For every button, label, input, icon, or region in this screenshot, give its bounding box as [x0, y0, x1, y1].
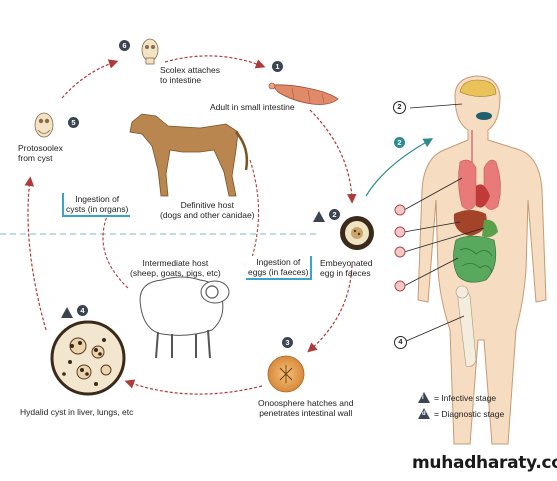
- sheep-illustration: [139, 276, 230, 359]
- label-intermediate-host: Intermediate host (sheep, goats, pigs, e…: [130, 258, 221, 278]
- step-3-badge: 3: [282, 337, 293, 348]
- label-scolex: Scolex attaches to intestine: [160, 65, 221, 85]
- watermark: muhadharaty.com: [412, 453, 557, 473]
- legend-infective-symbol: i: [422, 395, 424, 401]
- arrow-sheep-to-dog: [102, 202, 129, 289]
- arrow-dog-to-sheep: [245, 159, 260, 274]
- label-hydatid: Hydalid cyst in liver, lungs, etc: [20, 407, 134, 417]
- arrow-5-to-6: [61, 59, 119, 99]
- label-definitive-host: Definitive host (dogs and other canidae): [160, 200, 255, 220]
- embryonated-egg-illustration: [340, 216, 374, 250]
- step-2-badge: 2: [329, 209, 340, 220]
- dog-illustration: [129, 113, 249, 197]
- arrow-2-to-3: [307, 264, 353, 353]
- human-arrow-marker: 2: [394, 137, 405, 148]
- step-2-infective-triangle: [313, 211, 325, 222]
- arrow-4-to-5: [24, 176, 47, 331]
- arrow-to-human: [365, 138, 434, 197]
- protoscolex-illustration: [34, 112, 54, 138]
- step-4-diagnostic-triangle: [61, 307, 73, 318]
- arrow-1-to-2: [309, 109, 357, 204]
- human-brain-marker: 2: [393, 101, 406, 114]
- human-body-illustration: [394, 75, 547, 445]
- legend-diagnostic: = Diagnostic stage: [434, 409, 505, 419]
- label-embryonated: Embeyonated egg in faeces: [320, 258, 373, 278]
- label-oncosphere: Onoosphere hatches and penetrates intest…: [258, 398, 354, 418]
- step-5-badge: 5: [68, 117, 79, 128]
- scolex-illustration: [141, 38, 159, 65]
- label-protoscolex: Protosoolex from cyst: [18, 143, 63, 163]
- step-4-badge: 4: [77, 305, 88, 316]
- label-adult: Adult in small intestine: [210, 102, 295, 112]
- hydatid-cyst-illustration: [50, 320, 126, 396]
- oncosphere-illustration: [267, 355, 305, 393]
- step-6-badge: 6: [119, 40, 130, 51]
- arrow-6-to-1: [164, 55, 266, 69]
- legend-diagnostic-icon: d: [418, 408, 430, 419]
- adult-worm-illustration: [268, 82, 339, 105]
- human-bone-marker: 4: [394, 336, 407, 349]
- arrow-3-to-4: [124, 379, 263, 395]
- legend-infective: = Infective stage: [434, 393, 497, 403]
- legend-diagnostic-symbol: d: [422, 411, 426, 417]
- label-ingestion-eggs: Ingestion of eggs (in faeces): [246, 256, 313, 280]
- label-ingestion-cysts: Ingestion of cysts (in organs): [62, 193, 131, 217]
- legend-infective-icon: i: [418, 392, 430, 403]
- step-1-badge: 1: [272, 61, 283, 72]
